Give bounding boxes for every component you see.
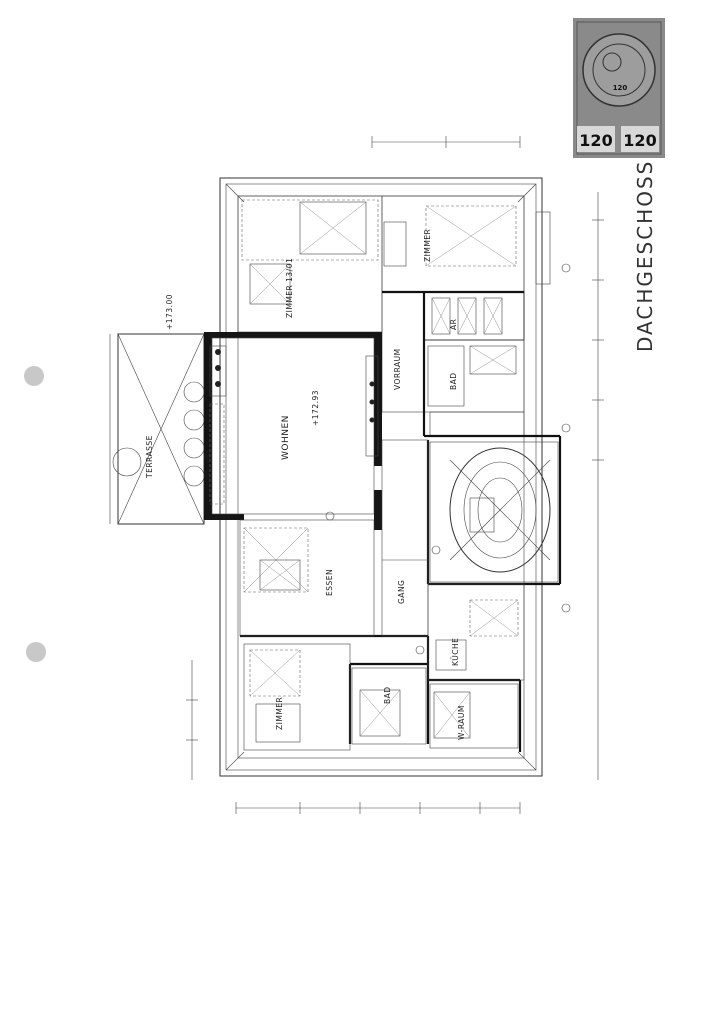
room-label-terrasse: TERRASSE [145, 435, 154, 479]
stamp-seal-value: 120 [613, 84, 628, 92]
room-label-ar: AR [449, 319, 458, 330]
dimension-lines [186, 136, 604, 814]
stamp-value-right: 120 [623, 131, 656, 150]
room-label-bad-bottom: BAD [383, 686, 392, 704]
stamp-seal-icon [582, 33, 656, 107]
room-label-gang: GANG [397, 580, 406, 604]
room-label-w-raum: W-RAUM [457, 705, 466, 740]
room-label-essen: ESSEN [325, 569, 334, 596]
revenue-stamp: 120 120 120 [573, 18, 665, 158]
stamp-value-left: 120 [579, 131, 612, 150]
room-label-vorraum: VORRAUM [393, 348, 402, 390]
terrace-level-label: +173.00 [165, 294, 174, 330]
building-outline [219, 177, 551, 777]
room-label-zimmer-bottom-left: ZIMMER [275, 697, 284, 730]
lower-room-band [239, 439, 525, 681]
stair-hall [429, 441, 559, 583]
room-labels: ZIMMER 13/01 ZIMMER WOHNEN VORRAUM AR BA… [145, 229, 466, 740]
room-label-zimmer-top-right: ZIMMER [423, 229, 432, 262]
terrace [109, 333, 205, 525]
living-room [209, 337, 379, 515]
punch-hole-icon [26, 642, 46, 662]
room-label-wohnen: WOHNEN [281, 415, 291, 460]
bottom-room-band [243, 643, 519, 751]
room-label-zimmer-top-left: ZIMMER 13/01 [285, 258, 294, 318]
upper-room-band [237, 195, 525, 437]
living-level-label: +172.93 [311, 390, 320, 426]
room-label-kueche: KÜCHE [451, 638, 460, 666]
room-label-bad-top: BAD [449, 372, 458, 390]
sheet-title: DACHGESCHOSS [633, 159, 657, 352]
punch-hole-icon [24, 366, 44, 386]
